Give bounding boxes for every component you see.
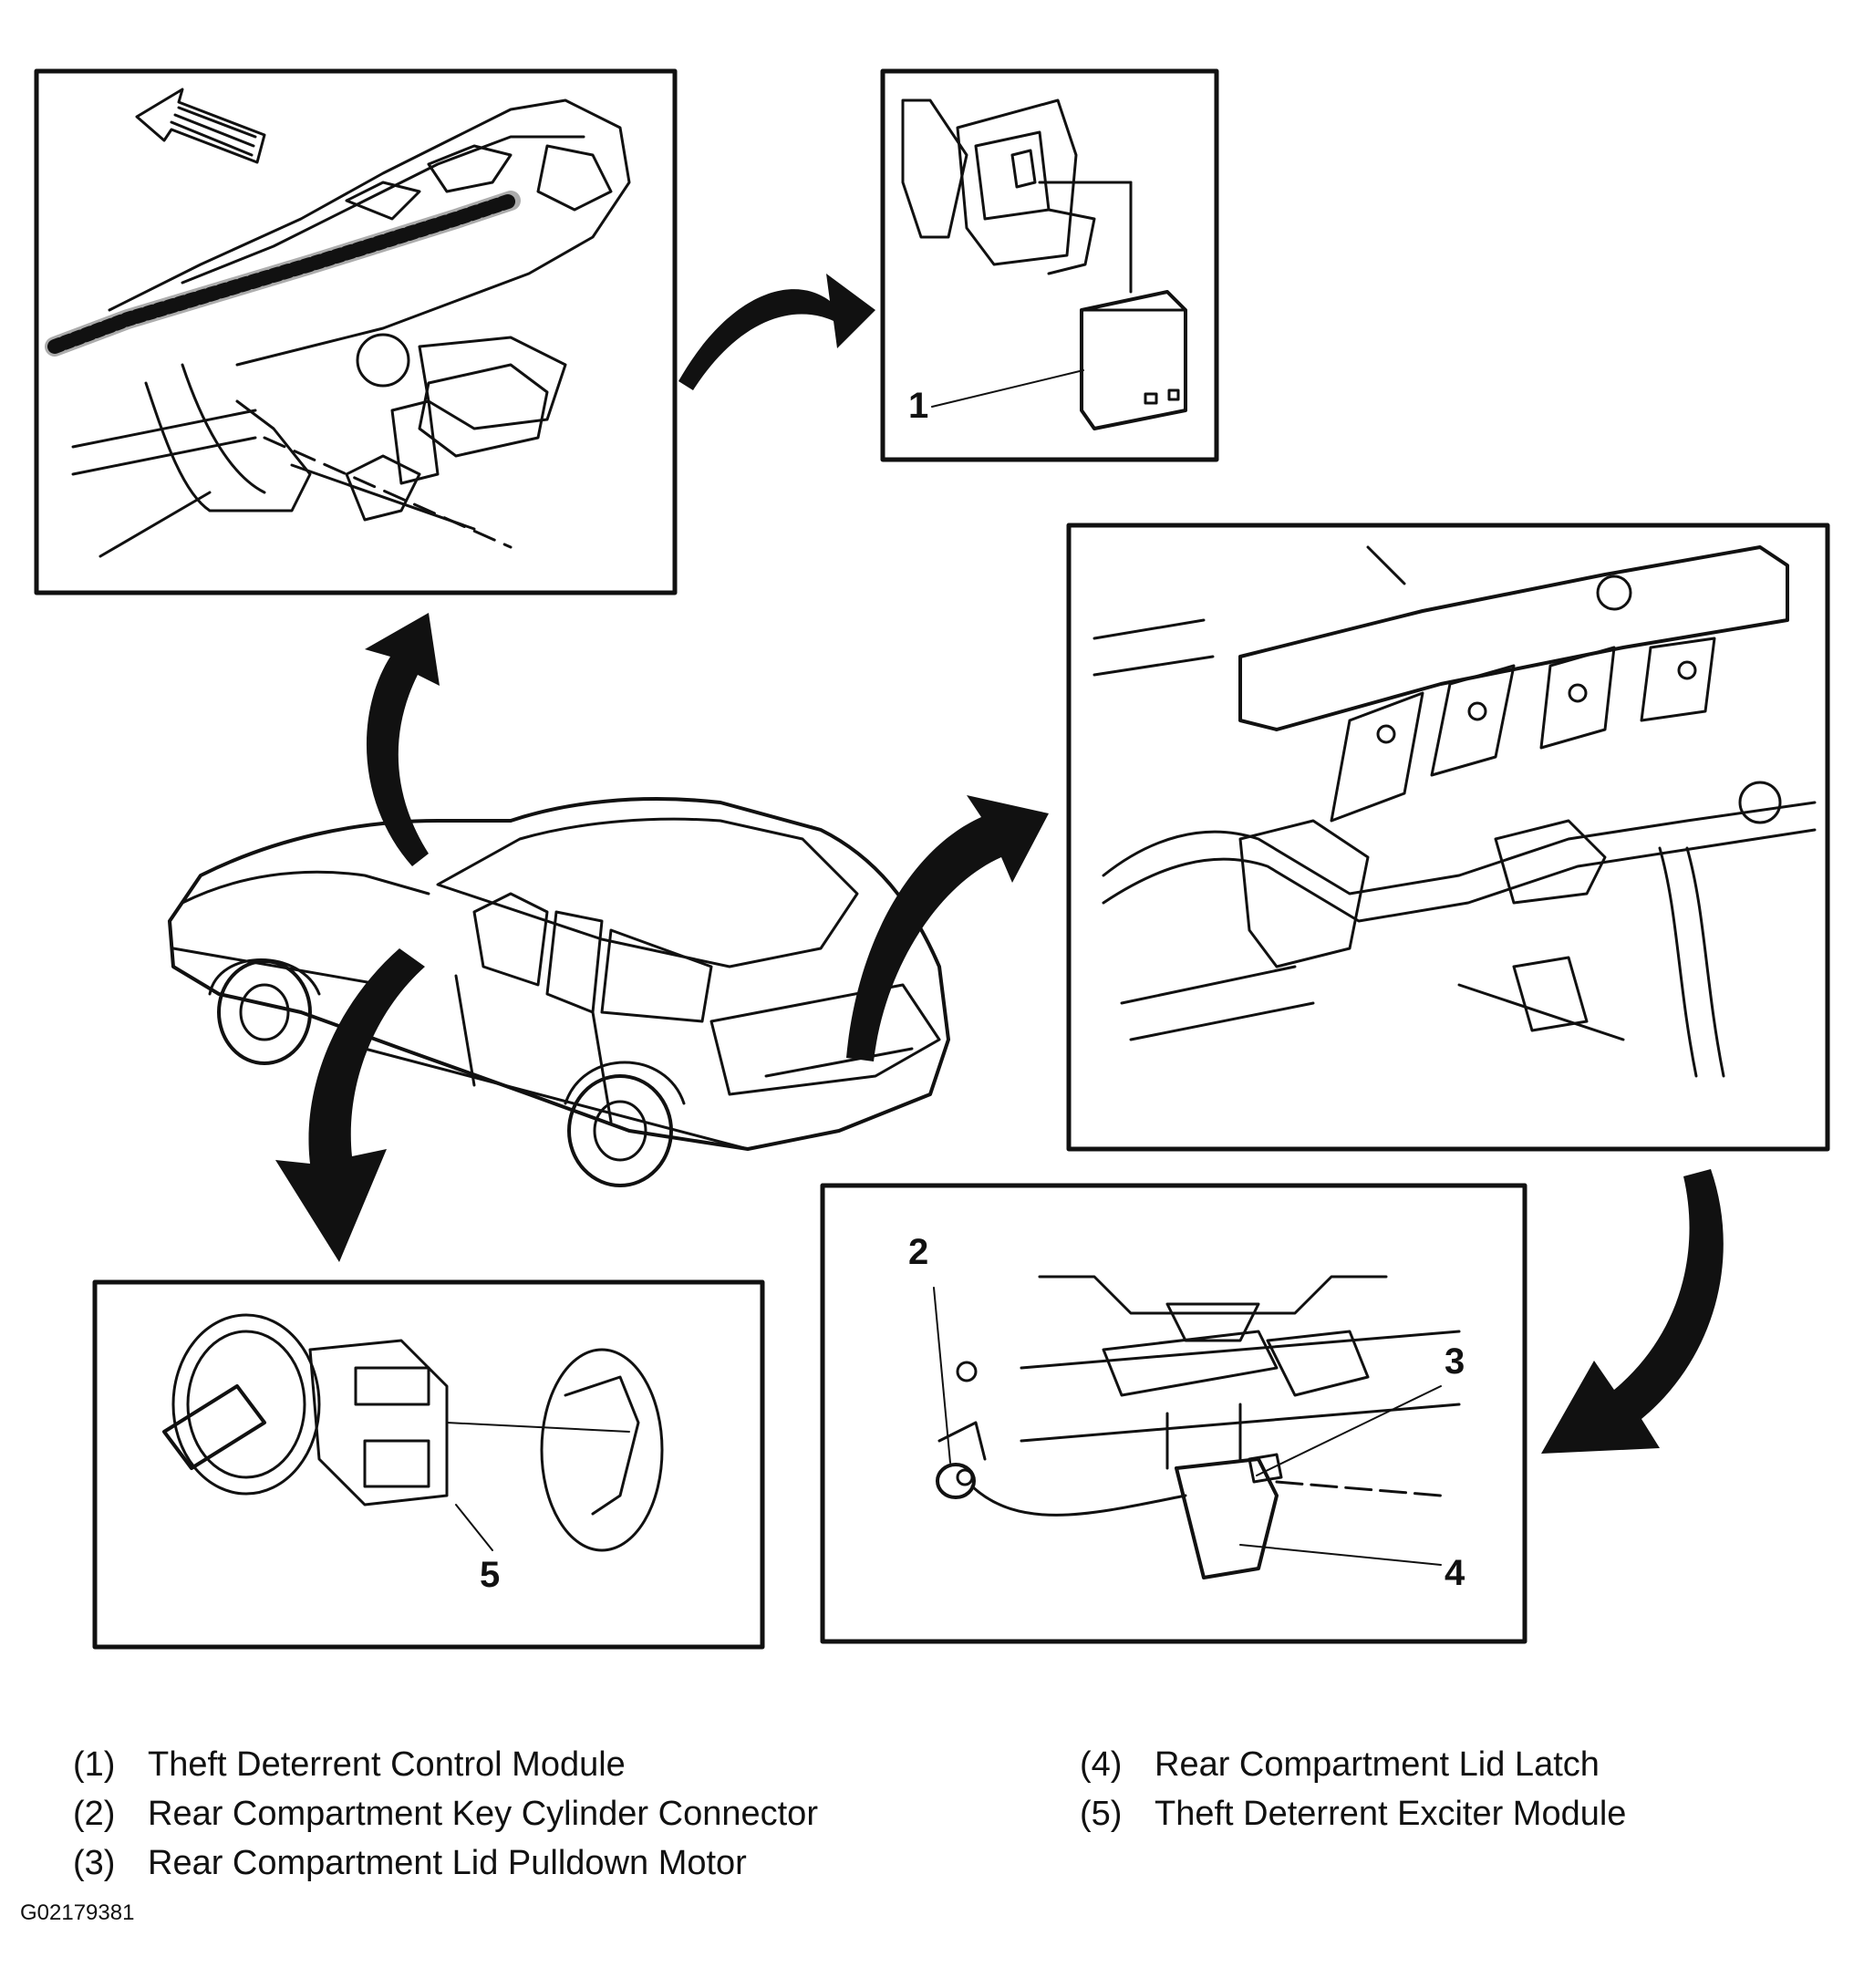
legend-label: Rear Compartment Key Cylinder Connector [148, 1795, 818, 1833]
legend-number: (4) [1080, 1745, 1123, 1784]
legend-label: Rear Compartment Lid Latch [1155, 1745, 1600, 1784]
panel-latch-motor [820, 1183, 1527, 1644]
legend-number: (2) [73, 1795, 116, 1833]
arrow-to-module-detail [678, 274, 875, 390]
vehicle-illustration [168, 797, 950, 1187]
panel-instrument-area [34, 68, 678, 595]
callout-5: 5 [480, 1555, 500, 1595]
legend-number: (1) [73, 1745, 116, 1784]
arrow-to-rear-lid [846, 795, 1049, 1061]
callout-4: 4 [1445, 1553, 1465, 1593]
legend-item-2: (2) Rear Compartment Key Cylinder Connec… [73, 1795, 818, 1834]
callout-2: 2 [908, 1232, 928, 1272]
legend-number: (3) [73, 1844, 116, 1882]
legend-label: Theft Deterrent Control Module [148, 1745, 626, 1784]
panel-control-module [880, 68, 1219, 462]
arrow-to-instrument-area [365, 613, 440, 866]
legend-number: (5) [1080, 1795, 1123, 1833]
callout-1: 1 [908, 386, 928, 426]
legend-item-3: (3) Rear Compartment Lid Pulldown Motor [73, 1844, 747, 1883]
legend-item-5: (5) Theft Deterrent Exciter Module [1080, 1795, 1626, 1834]
panel-key-cylinder [92, 1279, 765, 1650]
panel-rear-compartment-lid [1066, 523, 1830, 1152]
arrow-to-key-cylinder [275, 948, 425, 1262]
legend-item-4: (4) Rear Compartment Lid Latch [1080, 1745, 1600, 1785]
legend-label: Theft Deterrent Exciter Module [1155, 1795, 1627, 1833]
legend-item-1: (1) Theft Deterrent Control Module [73, 1745, 626, 1785]
pointer-arrows [275, 274, 1724, 1454]
arrow-to-latch-motor [1541, 1169, 1724, 1454]
legend-label: Rear Compartment Lid Pulldown Motor [148, 1844, 747, 1882]
figure-id: G02179381 [20, 1900, 135, 1925]
callout-3: 3 [1445, 1341, 1465, 1382]
